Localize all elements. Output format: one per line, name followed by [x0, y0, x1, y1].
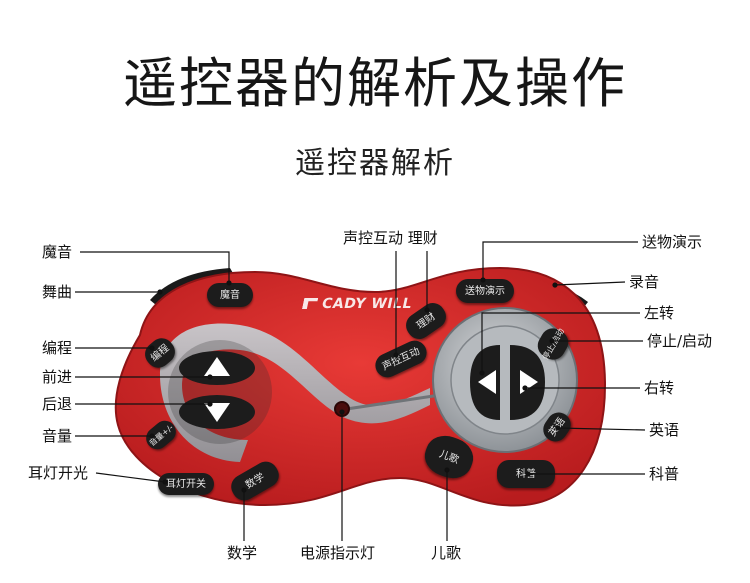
grey-band-line — [339, 393, 441, 412]
label-forward: 前进 — [42, 368, 73, 386]
up-arrow-icon — [204, 357, 230, 376]
label-english: 英语 — [649, 421, 680, 439]
page-subtitle: 遥控器解析 — [295, 146, 455, 181]
label-ear-light: 耳灯开光 — [28, 464, 89, 482]
down-arrow-icon — [204, 403, 230, 422]
backward-button[interactable] — [179, 395, 255, 429]
turn-left-button[interactable] — [470, 345, 500, 420]
label-turn-right: 右转 — [644, 379, 675, 397]
label-coding: 编程 — [42, 339, 73, 357]
label-voice-finance: 声控互动 理财 — [343, 229, 438, 247]
ear-light-button[interactable]: 耳灯开关 — [158, 473, 214, 495]
magic-sound-button[interactable]: 魔音 — [207, 283, 253, 307]
page-title: 遥控器的解析及操作 — [123, 52, 627, 115]
label-stop-start: 停止/启动 — [647, 332, 713, 350]
label-math: 数学 — [227, 544, 258, 562]
label-nursery: 儿歌 — [431, 544, 462, 562]
science-button[interactable]: 科普 — [497, 460, 555, 488]
label-power-light: 电源指示灯 — [300, 544, 376, 562]
label-dance-music: 舞曲 — [42, 283, 73, 301]
send-demo-button[interactable]: 送物演示 — [456, 279, 514, 303]
label-backward: 后退 — [42, 395, 73, 413]
label-volume: 音量 — [42, 427, 73, 445]
grey-band — [160, 323, 430, 462]
forward-button[interactable] — [179, 351, 255, 385]
label-record: 录音 — [629, 273, 660, 291]
label-send-demo: 送物演示 — [642, 233, 703, 251]
label-magic-sound: 魔音 — [42, 243, 73, 261]
left-arrow-icon — [478, 370, 496, 394]
label-science: 科普 — [649, 465, 680, 483]
label-turn-left: 左转 — [644, 304, 675, 322]
